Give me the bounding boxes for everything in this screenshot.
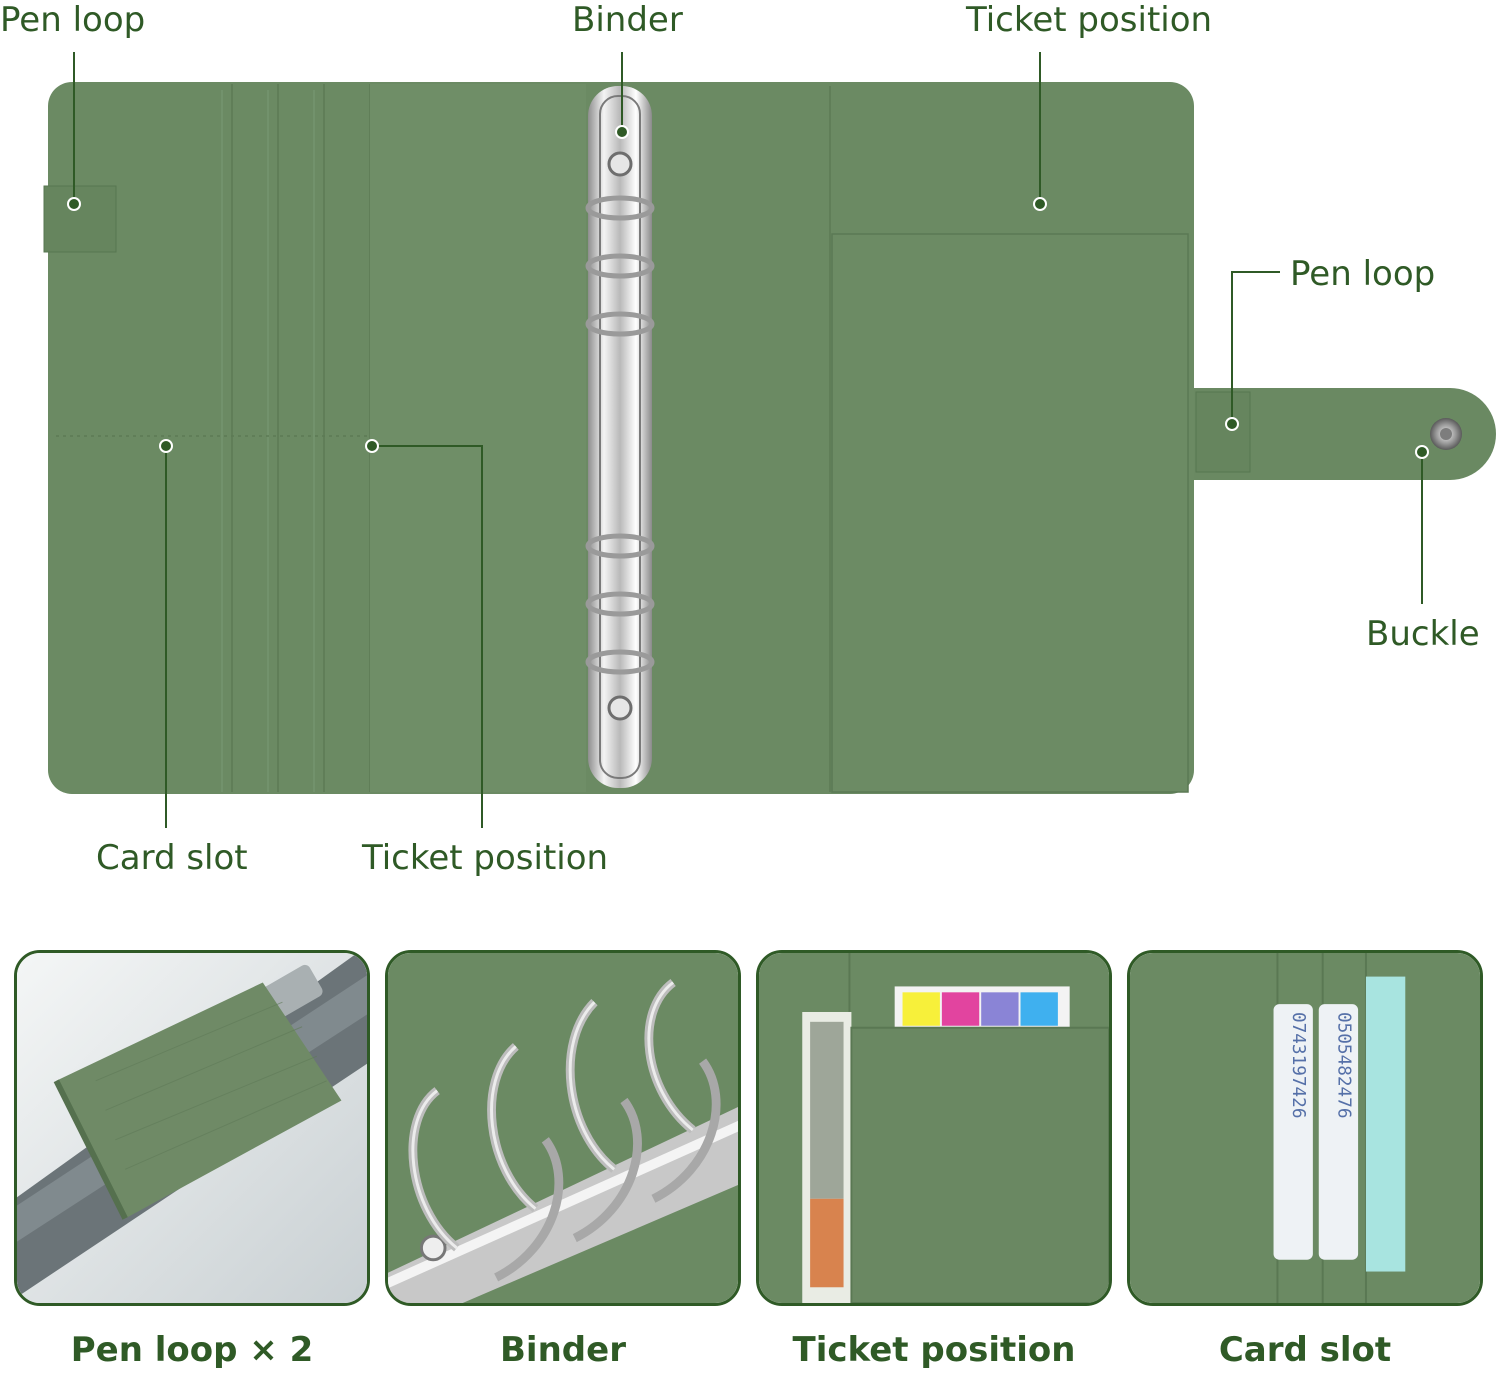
card-slot-closeup-icon: 0743197426 0505482476	[1130, 953, 1480, 1303]
card-number-2: 0505482476	[1333, 1012, 1353, 1119]
callout-pen-loop-top: Pen loop	[0, 0, 146, 40]
detail-panel-card-slot: 0743197426 0505482476	[1127, 950, 1483, 1306]
open-binder-illustration	[43, 52, 1496, 828]
pen-loop-closeup-icon	[17, 953, 367, 1303]
detail-panel-binder	[385, 950, 741, 1306]
callout-pen-loop-right: Pen loop	[1290, 254, 1436, 294]
callout-ticket-position-top: Ticket position	[966, 0, 1213, 40]
binder-rings-closeup-icon	[388, 953, 738, 1303]
left-pen-loop	[43, 185, 117, 253]
sticky-tab-yellow	[902, 992, 940, 1026]
callout-binder-top: Binder	[572, 0, 683, 40]
ticket-pocket-closeup-icon	[759, 953, 1109, 1303]
left-card-pockets	[56, 84, 371, 792]
caption-binder: Binder	[500, 1330, 626, 1370]
caption-card-slot: Card slot	[1218, 1330, 1392, 1370]
sticky-tab-blue	[1020, 992, 1058, 1026]
callout-card-slot-bottom: Card slot	[96, 838, 248, 878]
caption-ticket-position: Ticket position	[792, 1330, 1076, 1370]
ring-mechanism	[585, 86, 655, 788]
callout-lines	[73, 52, 1423, 828]
callout-buckle: Buckle	[1366, 614, 1480, 654]
callout-ticket-position-bottom: Ticket position	[362, 838, 609, 878]
buckle-strap	[1180, 388, 1496, 480]
detail-panel-ticket-position	[756, 950, 1112, 1306]
detail-panel-pen-loop	[14, 950, 370, 1306]
caption-pen-loop: Pen loop × 2	[70, 1330, 314, 1370]
left-ticket-pocket	[370, 84, 586, 792]
callout-dots	[67, 125, 1429, 459]
sticky-tab-pink	[941, 992, 980, 1026]
sticky-tab-purple	[981, 992, 1019, 1026]
right-ticket-pocket	[829, 86, 1189, 793]
card-number-1: 0743197426	[1288, 1012, 1308, 1119]
